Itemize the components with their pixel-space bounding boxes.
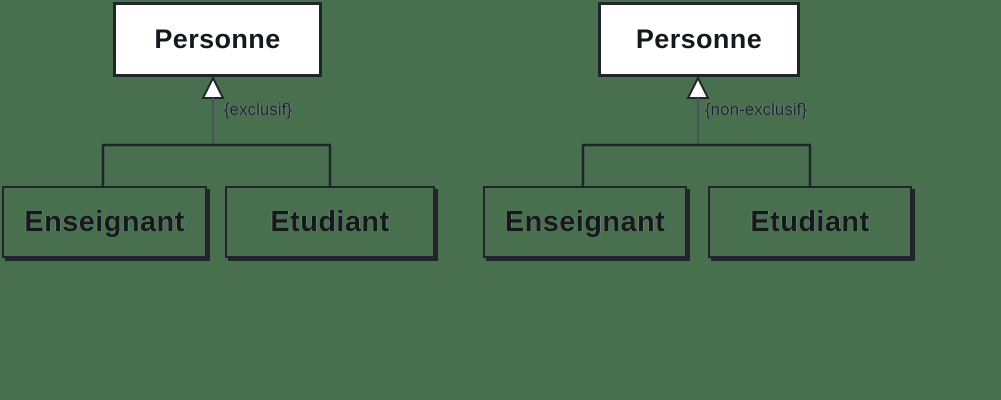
- class-name-label: Enseignant: [504, 205, 666, 238]
- class-name-label: Etudiant: [750, 205, 870, 238]
- constraint-label-exclusif: {exclusif}: [224, 100, 293, 119]
- constraint-label-non-exclusif: {non-exclusif}: [705, 100, 808, 119]
- class-box-etudiant-non-exclusif[interactable]: Etudiant: [708, 186, 912, 258]
- class-box-personne-exclusif[interactable]: Personne: [113, 2, 322, 77]
- class-box-enseignant-non-exclusif[interactable]: Enseignant: [483, 186, 687, 258]
- connector-group-exclusif: [101, 75, 332, 187]
- class-name-label: Enseignant: [24, 205, 185, 238]
- class-box-enseignant-exclusif[interactable]: Enseignant: [2, 186, 207, 258]
- generalization-arrowhead-icon: [201, 75, 225, 99]
- connector-group-non-exclusif: [581, 75, 812, 187]
- class-name-label: Personne: [154, 24, 281, 54]
- generalization-arrowhead-icon: [686, 75, 710, 99]
- class-name-label: Etudiant: [270, 205, 390, 238]
- class-box-etudiant-exclusif[interactable]: Etudiant: [225, 186, 435, 258]
- class-box-personne-non-exclusif[interactable]: Personne: [598, 2, 800, 77]
- class-name-label: Personne: [635, 24, 763, 54]
